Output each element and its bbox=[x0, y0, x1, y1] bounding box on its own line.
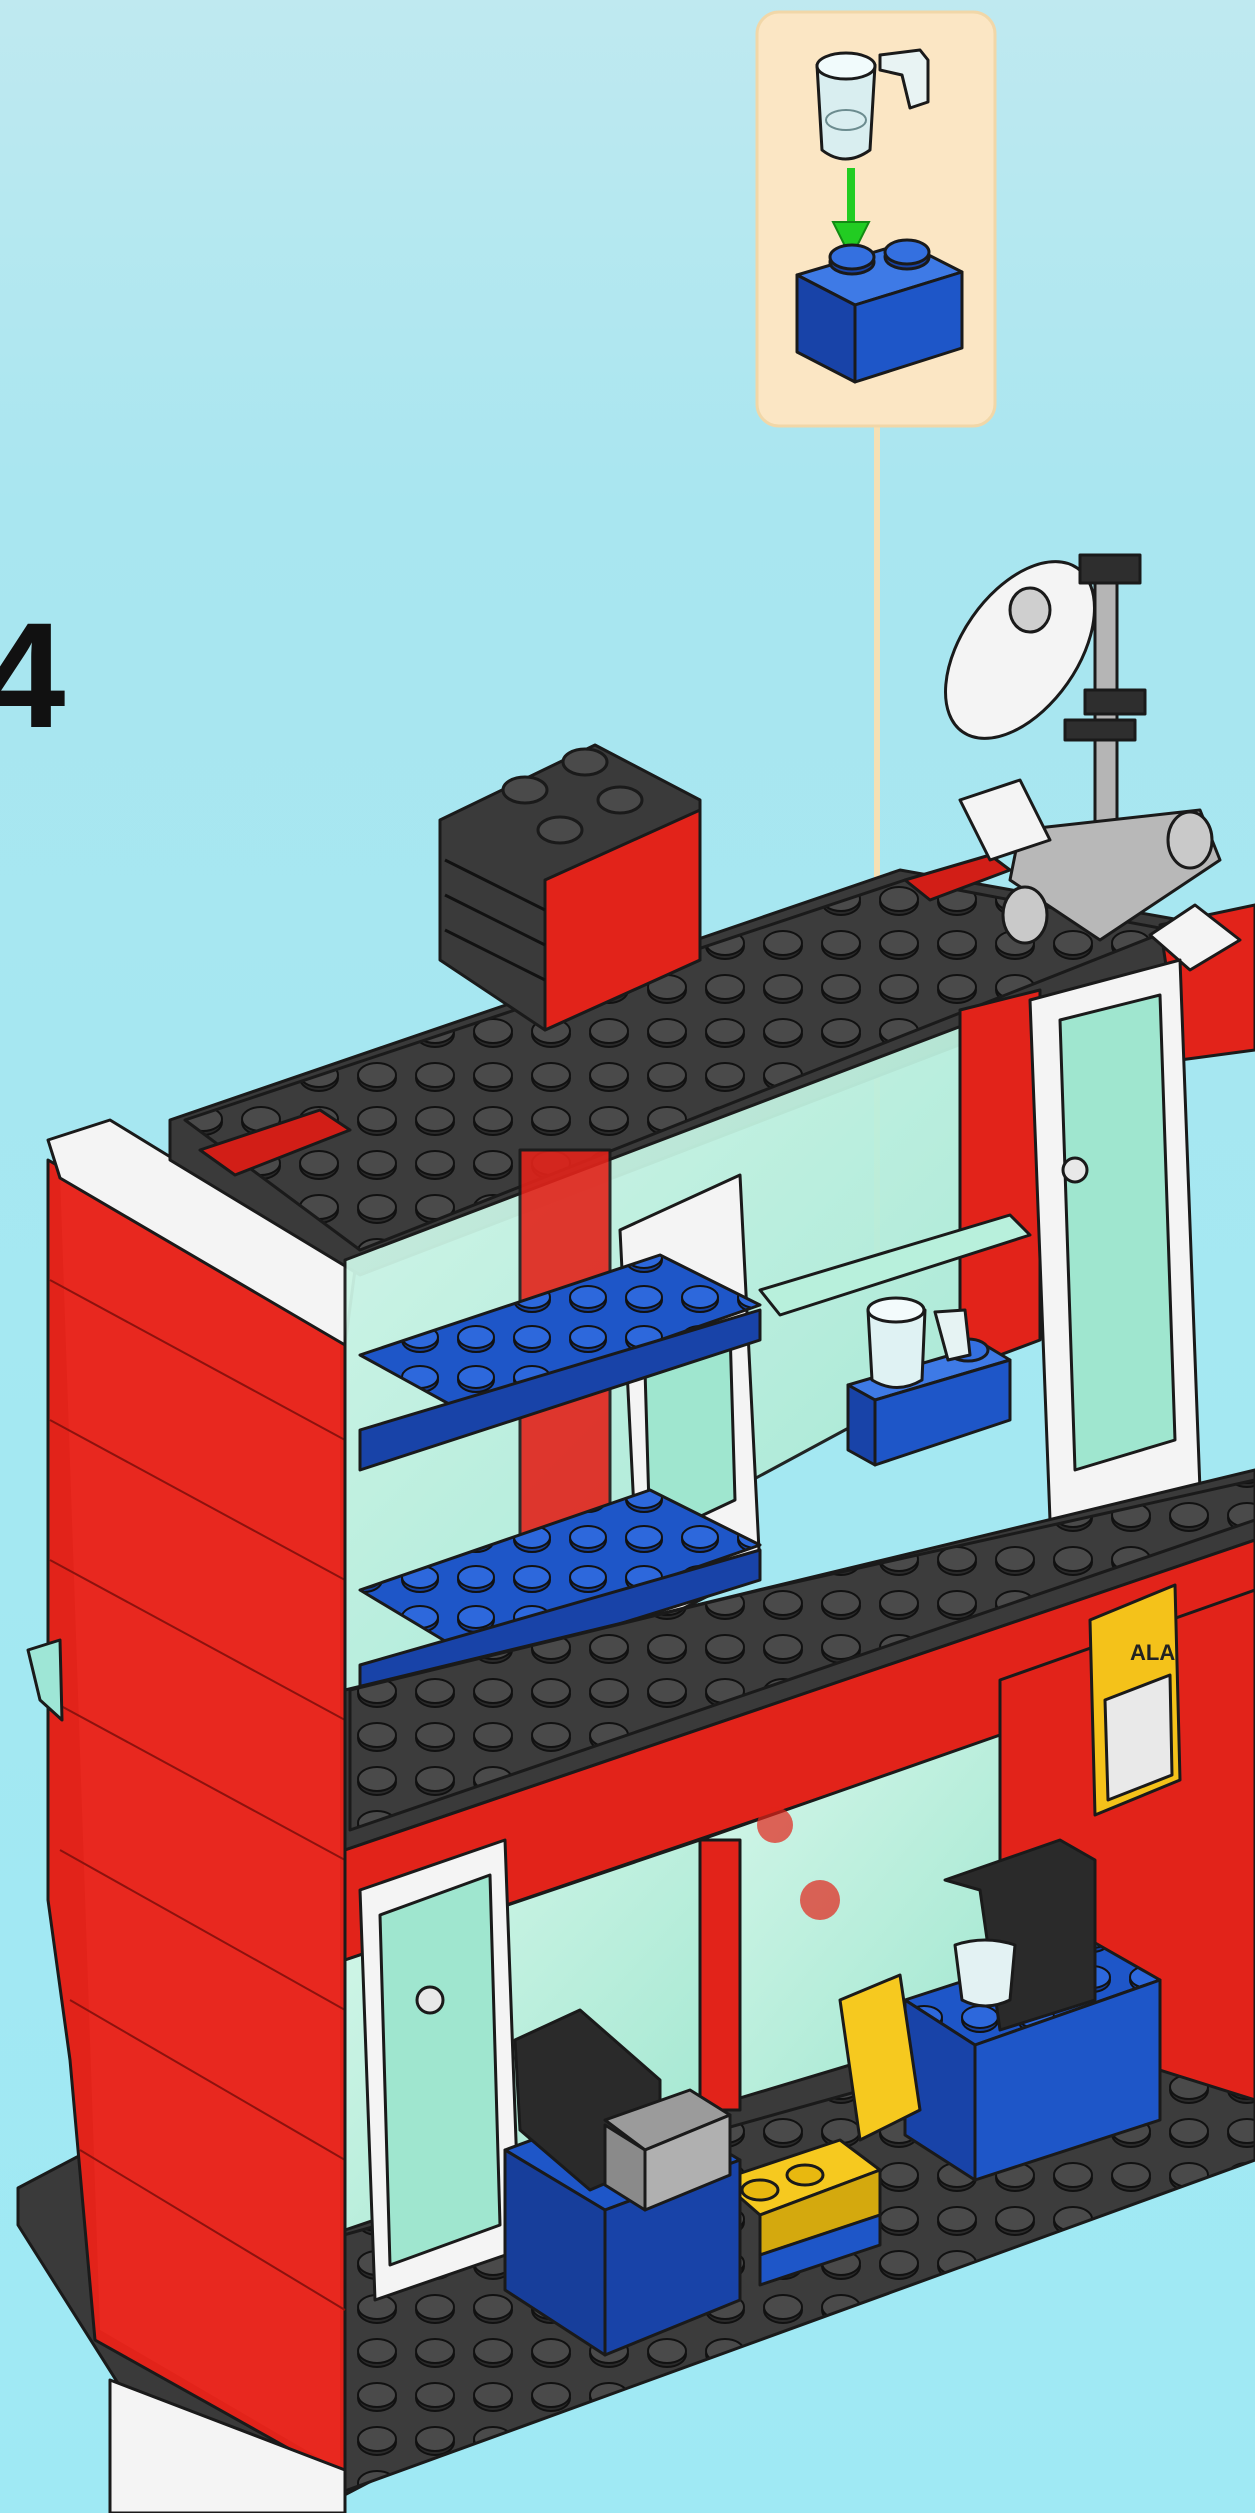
upper-window-frame bbox=[1030, 960, 1200, 1520]
alarm-poster: ALA bbox=[1090, 1585, 1180, 1815]
callout-panel bbox=[757, 12, 995, 426]
poster-text: ALA bbox=[1130, 1640, 1175, 1665]
